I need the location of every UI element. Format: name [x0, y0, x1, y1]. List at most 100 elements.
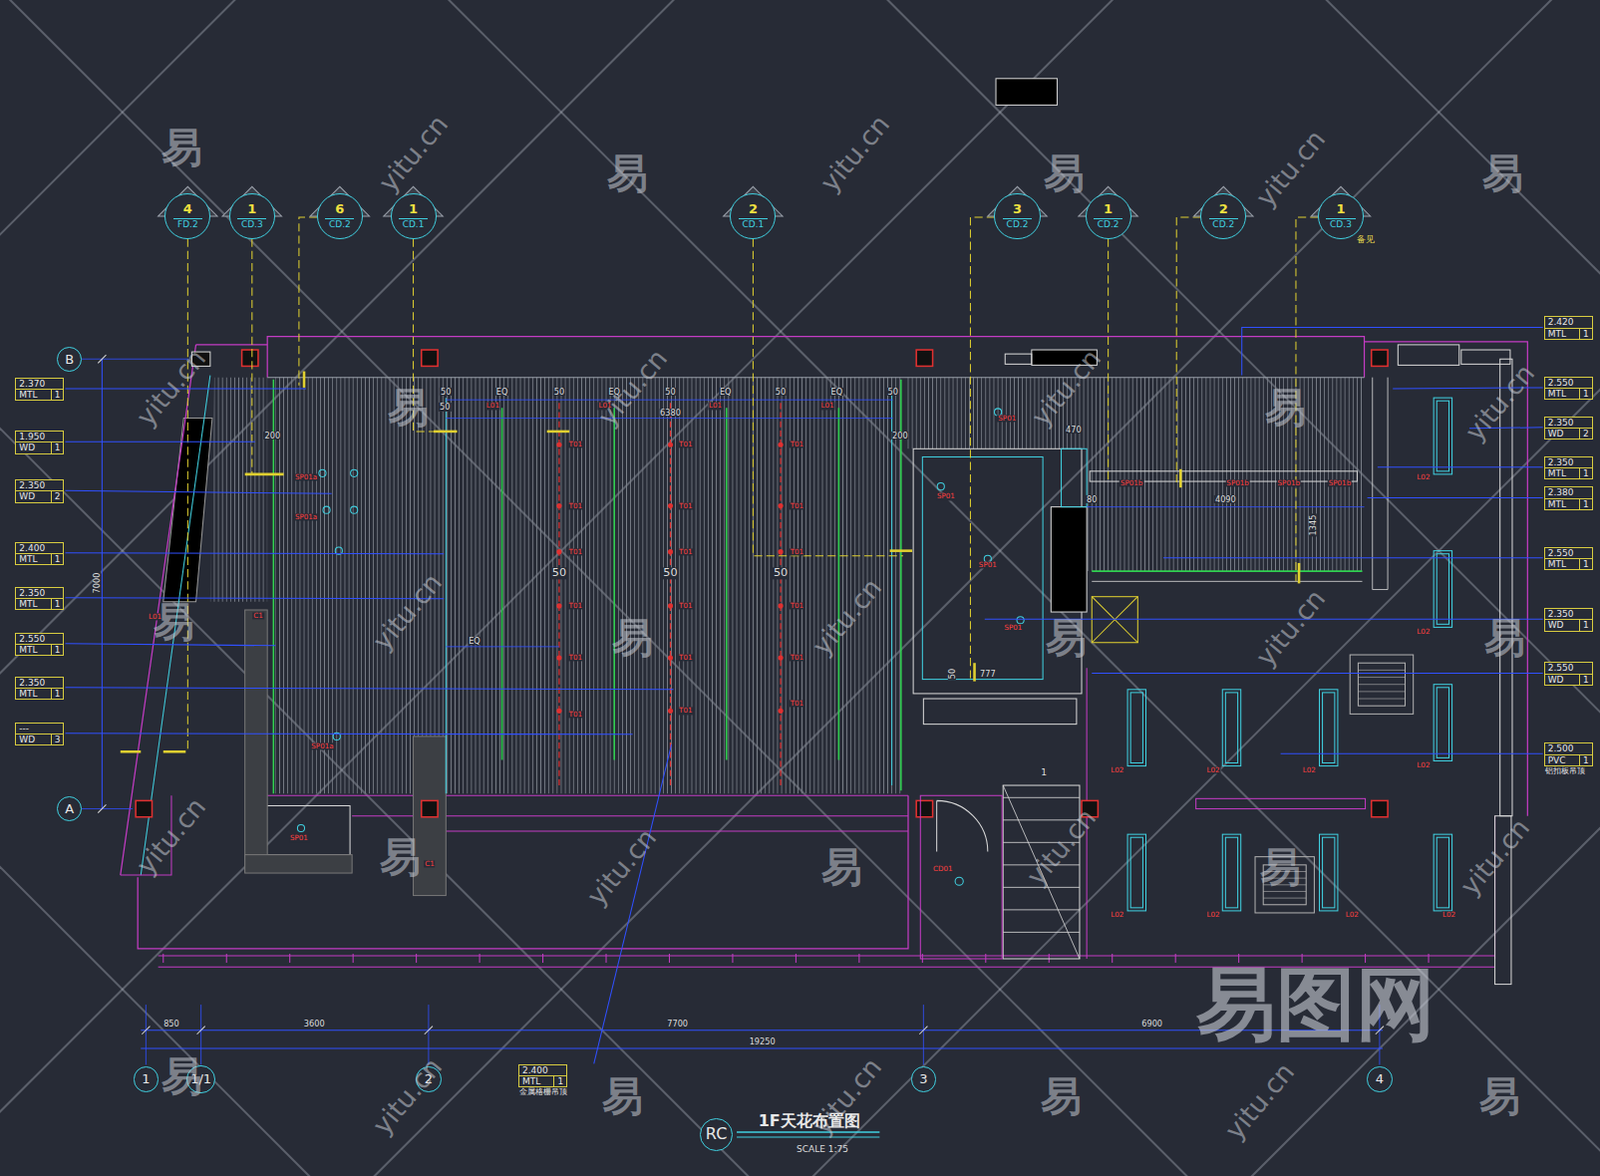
room-outline — [920, 795, 1002, 960]
leader-line — [1163, 557, 1544, 559]
fixture-code: L02 — [1206, 766, 1222, 774]
watermark: 易 — [379, 836, 421, 878]
level-tag-text: WD — [15, 442, 51, 453]
linear-light — [1225, 692, 1238, 764]
level-tag-text: 1 — [1580, 499, 1593, 510]
level-tag: 2.350MTL1 — [1544, 456, 1594, 481]
dimension-tick — [97, 354, 106, 363]
dimension-text: 1345 — [1308, 514, 1317, 538]
level-tag: 2.350WD2 — [14, 479, 64, 504]
grid-label: 3 — [919, 1072, 928, 1086]
fixture-code: T01 — [677, 441, 693, 449]
fixture-code: T01 — [677, 602, 693, 610]
wall-line — [196, 343, 269, 345]
sheet-reference: CD.3 — [1329, 219, 1352, 231]
level-tag: 2.550MTL1 — [1544, 547, 1594, 572]
callout-number: 6 — [324, 202, 354, 219]
watermark-line — [0, 153, 1600, 1176]
grid-line — [81, 358, 189, 360]
level-tag-text: --- — [18, 723, 29, 734]
level-tag: 2.350MTL1 — [14, 587, 64, 612]
tag-row: MTL1 — [15, 688, 63, 699]
callout-number: 2 — [1209, 202, 1239, 219]
level-tag-text: WD — [1545, 620, 1581, 631]
fixture-code: L02 — [1415, 628, 1431, 636]
level-tag-text: MTL — [1545, 559, 1581, 570]
watermark: 易 — [1265, 387, 1306, 429]
fixture-code: L02 — [1206, 912, 1222, 920]
bulkhead — [1196, 798, 1366, 809]
fixture-code: T01 — [677, 502, 693, 510]
level-tag-text: 1 — [1580, 328, 1593, 339]
track-light — [669, 402, 671, 786]
fixture-code: T01 — [789, 654, 805, 662]
section-callout: 1CD.1 — [390, 193, 437, 240]
watermark-line — [0, 224, 1600, 1176]
leader-line — [65, 643, 277, 646]
level-tag-text: 2.380 — [1548, 487, 1575, 498]
linear-light — [1319, 689, 1338, 767]
fixture-code: L02 — [1344, 912, 1360, 920]
window-frame — [1397, 344, 1459, 365]
level-tag: 2.370MTL1 — [14, 377, 64, 402]
fixture-code: SP01b — [1119, 480, 1145, 488]
wall-line — [267, 795, 909, 797]
tag-row: 2.550 — [15, 634, 63, 645]
spot-light — [556, 708, 562, 714]
linear-light — [1436, 400, 1449, 472]
light-strip — [900, 379, 903, 791]
level-tag-text: 1 — [1580, 755, 1593, 766]
grid-line — [145, 1004, 147, 1065]
level-tag-text: 1 — [51, 554, 64, 565]
fixture-code: L01 — [707, 402, 723, 410]
level-tag: 2.380MTL1 — [1544, 486, 1594, 511]
fixture-code: SP01a — [310, 743, 334, 751]
level-tag-text: WD — [15, 491, 51, 502]
dimension-text: 200 — [891, 431, 910, 440]
column — [916, 800, 933, 817]
dimension-text: 6380 — [658, 407, 682, 416]
tag-row: MTL1 — [1545, 499, 1593, 510]
tag-row: 2.550 — [1545, 377, 1593, 389]
stair-tread — [1002, 797, 1080, 799]
level-tag-text: 2.400 — [18, 543, 45, 554]
linear-light — [1433, 397, 1452, 475]
level-tag-text: 2.350 — [18, 677, 45, 688]
section-mark — [120, 750, 141, 754]
dimension-text: EQ — [718, 387, 733, 396]
linear-light — [1319, 834, 1338, 912]
fixture-code: T01 — [789, 441, 805, 449]
dimension-tick — [919, 1026, 928, 1035]
level-tag-text: 2.550 — [1548, 662, 1575, 673]
callout-number: 4 — [173, 202, 203, 219]
level-tag: 2.420MTL1 — [1544, 316, 1594, 340]
level-tag-text: WD — [1545, 428, 1581, 439]
drawing-bubble: RC — [699, 1118, 733, 1152]
door-swing — [937, 800, 988, 852]
watermark: 易 — [1482, 153, 1524, 195]
dimension-text: 3600 — [303, 1019, 326, 1028]
dimension-line — [101, 358, 103, 809]
fixture-code: T01 — [568, 502, 584, 510]
downlight — [319, 469, 326, 477]
dimension-tick — [197, 1026, 206, 1035]
tag-row: 2.350 — [15, 480, 63, 492]
watermark: 易 — [1043, 153, 1085, 195]
level-tag-text: 铝扣板吊顶 — [1545, 766, 1586, 776]
level-tag-text: WD — [15, 734, 51, 745]
wall-line — [158, 955, 1496, 957]
tag-row: 2.350 — [15, 677, 63, 689]
level-tag-text: 2.350 — [1548, 457, 1575, 468]
dimension-text: 备见 — [1355, 234, 1376, 244]
linear-light — [1127, 834, 1146, 912]
stair-tread — [1002, 909, 1080, 911]
level-tag: 2.400MTL1 — [14, 542, 64, 567]
section-line — [1107, 238, 1109, 480]
wall-tick — [542, 954, 544, 963]
level-tag-text: 1.950 — [18, 431, 45, 442]
level-tag-text: MTL — [1545, 328, 1581, 339]
spot-light — [556, 503, 562, 509]
grid-line — [923, 1004, 925, 1065]
fixture-code: L02 — [1415, 473, 1431, 481]
